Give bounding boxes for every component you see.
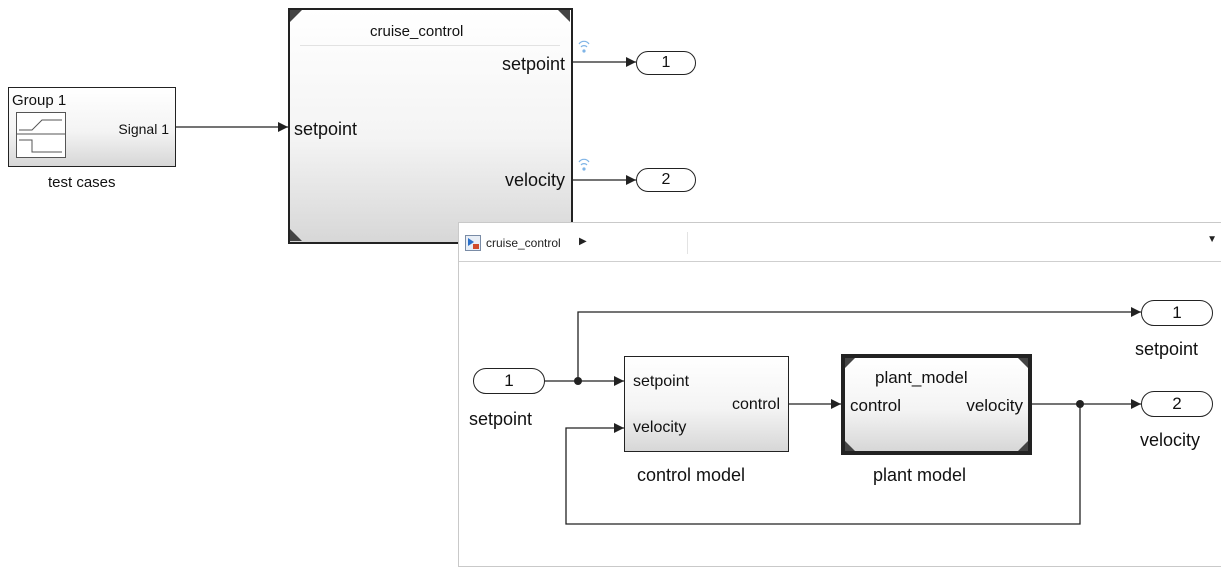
inset-toolbar: cruise_control ▶ ▼ [459,223,1221,262]
plant-model-title: plant_model [875,368,968,387]
subsystem-output2-label: velocity [504,170,565,190]
wire-feedback-velocity [565,404,1081,525]
inset-inport-1-caption: setpoint [469,409,533,429]
cruise-control-subsystem[interactable]: cruise_control setpoint setpoint velocit… [288,8,573,244]
signal-builder-icon [16,112,66,158]
subsystem-output1-label: setpoint [501,54,565,74]
plant-port-velocity: velocity [966,396,1023,415]
inset-outport-2-caption: velocity [1140,430,1201,450]
inset-outport-1-number: 1 [1172,303,1182,322]
signal-logging-icon [578,158,590,171]
inset-outport-1-caption: setpoint [1135,339,1199,359]
subsystem-corner-marks [845,358,1028,451]
inset-outport-2[interactable]: 2 [1141,391,1213,417]
test-cases-caption: test cases [48,174,116,191]
subsystem-inset-panel: cruise_control ▶ ▼ 1 setpoint setpoint [458,222,1221,567]
inset-outport-1[interactable]: 1 [1141,300,1213,326]
wire-branch-to-outport-1 [577,307,1141,381]
control-port-velocity: velocity [633,419,687,436]
dropdown-arrow-icon[interactable]: ▼ [1207,234,1217,245]
breadcrumb-label[interactable]: cruise_control [486,236,561,250]
signal-logging-icon [578,40,590,53]
test-cases-block[interactable]: Group 1 Signal 1 [8,87,176,167]
inset-inport-1[interactable]: 1 [473,368,545,394]
model-icon [465,235,481,251]
signal-port-label: Signal 1 [118,121,169,137]
breadcrumb[interactable]: cruise_control ▶ [459,232,688,254]
subsystem-title: cruise_control [370,23,464,40]
outport-2-number: 2 [661,171,671,188]
inset-inport-1-number: 1 [504,371,514,390]
group-label: Group 1 [12,92,67,109]
control-port-control: control [731,396,780,413]
subsystem-title-bar [300,13,560,46]
control-port-setpoint: setpoint [633,373,690,390]
outport-1[interactable]: 1 [636,51,696,75]
outport-1-number: 1 [661,54,671,71]
control-model-caption: control model [637,465,746,485]
breadcrumb-chevron-icon[interactable]: ▶ [579,236,587,247]
inset-outport-2-number: 2 [1172,394,1182,413]
plant-model-caption: plant model [873,465,967,485]
inset-wires [545,307,1141,525]
plant-port-control: control [850,396,902,415]
plant-model-block[interactable]: plant_model control velocity [841,354,1032,455]
control-model-block[interactable]: setpoint velocity control [624,356,789,452]
outport-2[interactable]: 2 [636,168,696,192]
subsystem-input-label: setpoint [294,119,358,139]
